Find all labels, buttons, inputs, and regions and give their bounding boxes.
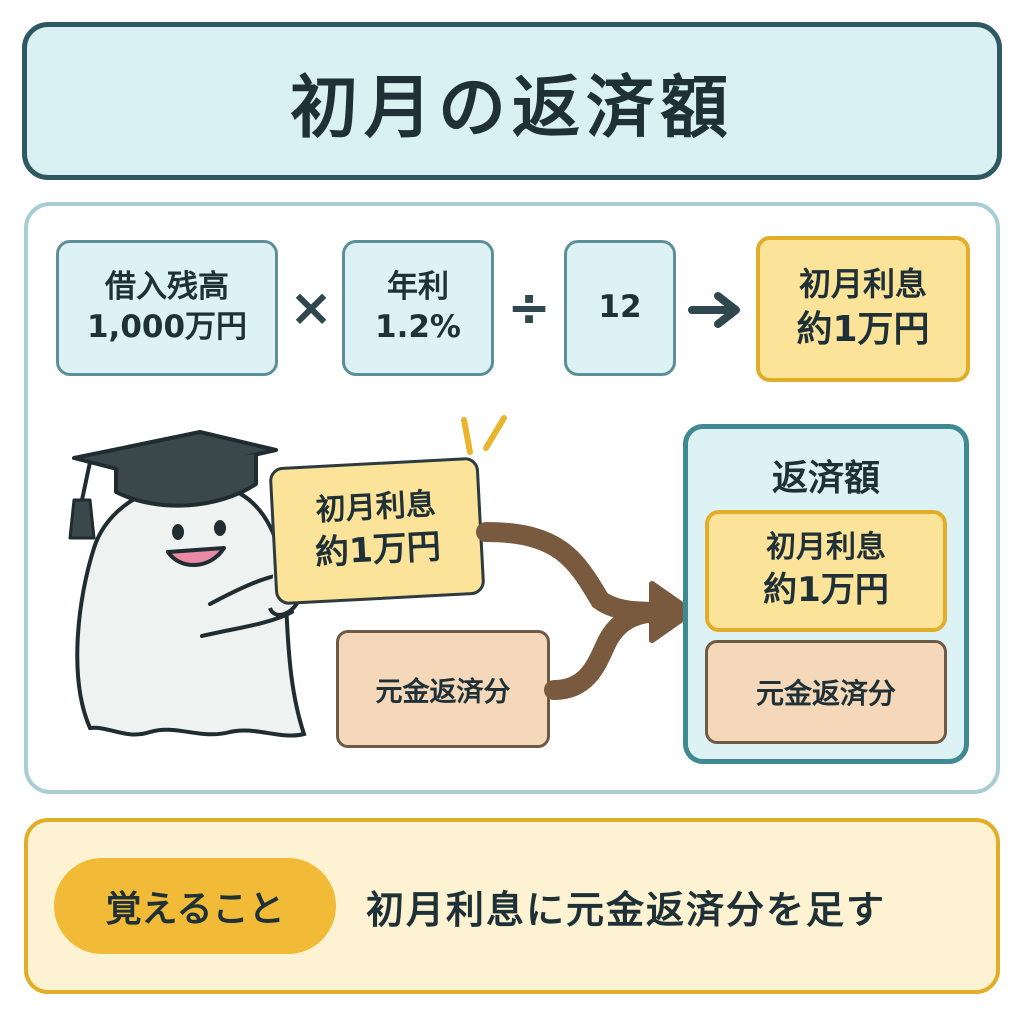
sparkle-icon	[461, 415, 507, 455]
rate-value: 1.2%	[375, 309, 461, 345]
result-interest-label: 初月利息	[798, 265, 927, 304]
balance-box: 借入残高 1,000万円	[56, 240, 278, 376]
balance-label: 借入残高	[105, 269, 229, 306]
rate-label: 年利	[387, 269, 449, 306]
page-title: 初月の返済額	[289, 68, 734, 148]
multiply-icon: ×	[289, 278, 333, 338]
principal-card: 元金返済分	[336, 630, 550, 748]
arrow-right-icon	[688, 292, 740, 328]
result-interest-value: 約1万円	[796, 309, 930, 351]
repayment-interest-value: 約1万円	[763, 570, 889, 611]
repayment-interest-card: 初月利息 約1万円	[705, 510, 947, 632]
title-panel: 初月の返済額	[22, 22, 1002, 180]
months-value: 12	[598, 289, 642, 326]
divide-icon: ÷	[507, 278, 551, 338]
memo-badge: 覚えること	[54, 858, 336, 954]
balance-value: 1,000万円	[86, 309, 248, 345]
memo-text: 初月利息に元金返済分を足す	[366, 887, 887, 932]
repayment-principal-card: 元金返済分	[705, 640, 947, 744]
result-interest-box: 初月利息 約1万円	[756, 236, 970, 382]
repayment-title: 返済額	[771, 458, 880, 499]
repayment-interest-label: 初月利息	[766, 529, 886, 565]
rate-box: 年利 1.2%	[342, 240, 494, 376]
months-box: 12	[564, 240, 676, 376]
ghost-graduate-icon	[68, 430, 307, 738]
